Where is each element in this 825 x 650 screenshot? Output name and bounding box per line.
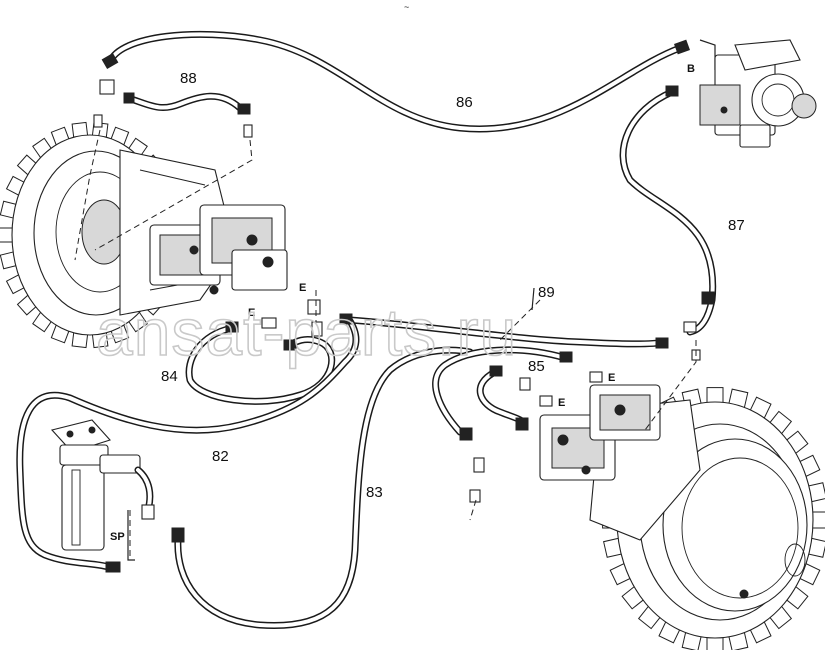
callout-85: 85 bbox=[528, 358, 545, 375]
hose-82-inner bbox=[17, 316, 358, 570]
fitting-85-tee bbox=[519, 377, 531, 391]
left-bolt-a bbox=[246, 234, 258, 246]
left-travel-motor bbox=[0, 121, 288, 349]
valve-bracket-line bbox=[699, 39, 716, 70]
fitting-e-right-b bbox=[539, 395, 553, 407]
callout-84: 84 bbox=[161, 368, 178, 385]
fitting-89-right bbox=[655, 337, 669, 349]
fitting-88-right bbox=[237, 103, 251, 115]
right-drive-cover bbox=[662, 438, 808, 612]
left-hub-center bbox=[81, 199, 127, 265]
left-bolt-d bbox=[209, 285, 219, 295]
hose-84-inner bbox=[187, 326, 334, 404]
fitting-83-sp bbox=[171, 527, 185, 543]
fitting-coupler bbox=[311, 321, 323, 337]
right-motor-block-b-face bbox=[599, 394, 651, 431]
callout-83: 83 bbox=[366, 484, 383, 501]
port-label-sp: SP bbox=[110, 531, 125, 543]
valve-block bbox=[699, 39, 817, 148]
filter-bolt-a bbox=[66, 430, 74, 438]
fitting-85a-top bbox=[559, 351, 573, 363]
right-bolt-b bbox=[614, 404, 626, 416]
fitting-88-left bbox=[123, 92, 135, 104]
fitting-lower-b bbox=[469, 489, 481, 503]
fitting-89-left bbox=[339, 313, 353, 325]
fitting-lower-a bbox=[473, 457, 485, 473]
hose-group bbox=[16, 30, 717, 630]
fittings bbox=[93, 39, 715, 573]
fitting-85b-top bbox=[489, 365, 503, 377]
right-bolt-a bbox=[557, 434, 569, 446]
filter-canister bbox=[61, 464, 105, 551]
filter-outlet-fitting bbox=[99, 454, 141, 474]
top-mark: ~ bbox=[404, 2, 409, 12]
hose-86-inner bbox=[108, 32, 682, 131]
callout-82: 82 bbox=[212, 448, 229, 465]
hose-88-inner bbox=[126, 94, 242, 110]
hose-87 bbox=[619, 88, 717, 336]
callout-86: 86 bbox=[456, 94, 473, 111]
valve-bolt-a bbox=[720, 106, 728, 114]
filter-highlight bbox=[71, 469, 81, 546]
left-bolt-c bbox=[189, 245, 199, 255]
hose-83-inner bbox=[175, 348, 472, 628]
fitting-87-top bbox=[665, 85, 679, 97]
fitting-84-top bbox=[225, 321, 239, 333]
hose-89-inner bbox=[348, 318, 667, 346]
valve-lower-port bbox=[739, 124, 771, 148]
hose-83 bbox=[174, 346, 474, 630]
port-label-b: B bbox=[687, 63, 695, 75]
fitting-86-left bbox=[101, 52, 119, 70]
right-cover-bolt bbox=[739, 589, 749, 599]
callout-88: 88 bbox=[180, 70, 197, 87]
left-valve-block bbox=[231, 249, 288, 291]
port-label-e-right-lower: E bbox=[558, 397, 565, 409]
left-sprocket-tooth bbox=[0, 227, 14, 243]
right-bolt-c bbox=[581, 465, 591, 475]
guide-88-left bbox=[74, 129, 101, 261]
fitting-right-port bbox=[243, 124, 253, 138]
port-label-e-left-lower: E bbox=[248, 307, 255, 319]
right-cover-ring bbox=[681, 457, 799, 599]
fitting-left-port bbox=[93, 114, 103, 128]
callout-89: 89 bbox=[538, 284, 555, 301]
fitting-84-bottom bbox=[283, 339, 297, 351]
fitting-82-sp bbox=[105, 561, 121, 573]
watermark: ansat-parts.ru bbox=[96, 295, 517, 369]
filter-bolt-b bbox=[88, 426, 96, 434]
fitting-sp-tee bbox=[141, 504, 155, 520]
left-bolt-b bbox=[262, 256, 274, 268]
guide-lines bbox=[74, 129, 697, 560]
hose-87-inner bbox=[621, 90, 715, 334]
port-label-e-left-upper: E bbox=[299, 282, 306, 294]
fitting-88-tee bbox=[99, 79, 115, 95]
right-cover-plug bbox=[784, 543, 806, 577]
right-travel-motor bbox=[539, 384, 825, 650]
valve-top-plate bbox=[734, 39, 801, 71]
fitting-e-left-b bbox=[261, 317, 277, 329]
filter-assembly bbox=[50, 419, 141, 561]
valve-cap bbox=[791, 93, 817, 119]
fitting-e-right-a bbox=[589, 371, 603, 383]
fitting-e-left-a bbox=[307, 299, 321, 315]
fitting-87-bottom bbox=[701, 291, 715, 305]
guide-88-right bbox=[94, 139, 253, 251]
callout-87: 87 bbox=[728, 217, 745, 234]
sp-bracket-line bbox=[127, 510, 135, 561]
fitting-85b-bottom bbox=[515, 417, 529, 431]
fitting-tee-right bbox=[683, 321, 697, 333]
guide-87-down bbox=[644, 340, 697, 431]
guide-lower bbox=[469, 499, 477, 521]
leader-89 bbox=[531, 287, 535, 311]
port-label-e-right-upper: E bbox=[608, 372, 615, 384]
right-sprocket-tooth bbox=[706, 387, 724, 405]
fitting-85a-bottom bbox=[459, 427, 473, 441]
valve-port-face bbox=[699, 84, 741, 126]
fitting-86-right bbox=[674, 39, 690, 55]
hose-85a-inner bbox=[433, 347, 567, 434]
